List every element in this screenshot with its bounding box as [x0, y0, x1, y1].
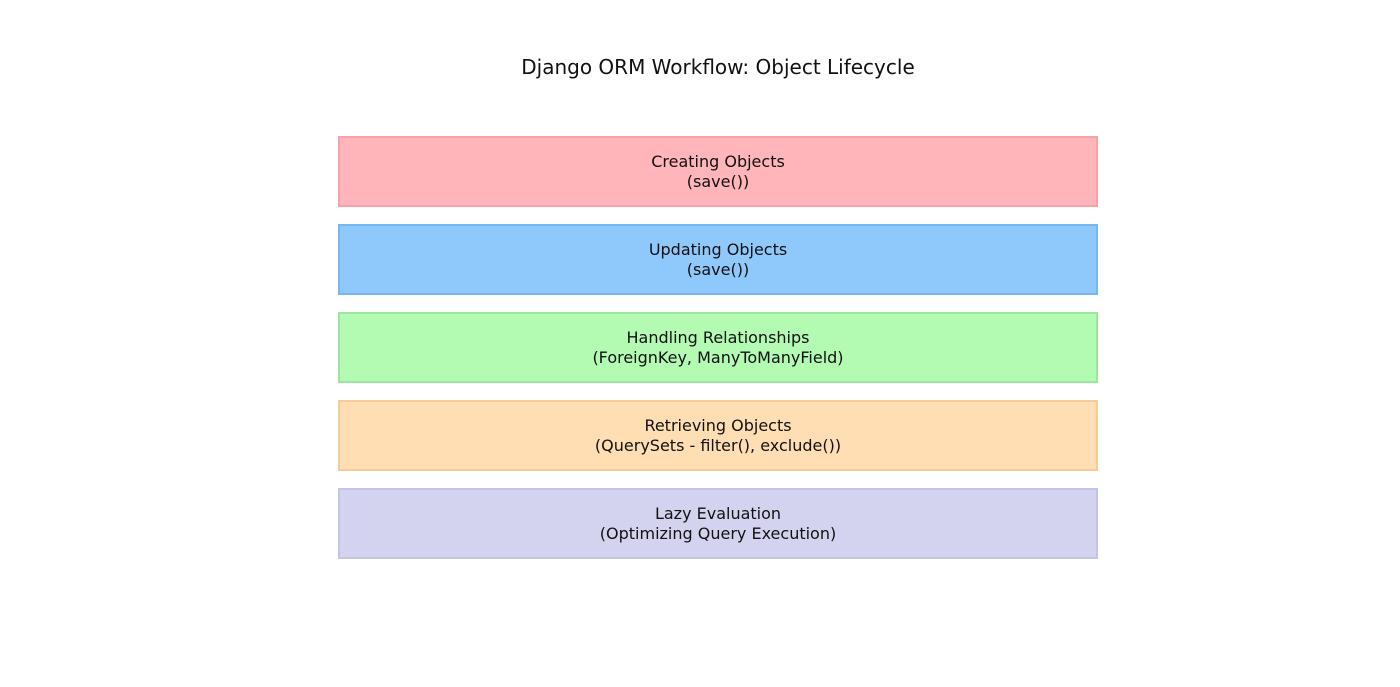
- step-detail: (ForeignKey, ManyToManyField): [592, 347, 844, 367]
- step-name: Creating Objects: [651, 151, 785, 171]
- diagram-title: Django ORM Workflow: Object Lifecycle: [521, 55, 915, 79]
- workflow-steps: Creating Objects (save()) Updating Objec…: [338, 136, 1098, 559]
- step-name: Updating Objects: [648, 239, 788, 259]
- workflow-step-handling-relationships: Handling Relationships (ForeignKey, Many…: [338, 312, 1098, 383]
- step-detail: (save()): [686, 171, 750, 191]
- step-name: Retrieving Objects: [644, 415, 792, 435]
- step-name: Lazy Evaluation: [654, 503, 782, 523]
- step-name: Handling Relationships: [626, 327, 810, 347]
- step-detail: (QuerySets - filter(), exclude()): [594, 435, 842, 455]
- workflow-step-creating-objects: Creating Objects (save()): [338, 136, 1098, 207]
- step-detail: (Optimizing Query Execution): [599, 523, 837, 543]
- workflow-step-retrieving-objects: Retrieving Objects (QuerySets - filter()…: [338, 400, 1098, 471]
- step-detail: (save()): [686, 259, 750, 279]
- workflow-step-lazy-evaluation: Lazy Evaluation (Optimizing Query Execut…: [338, 488, 1098, 559]
- workflow-step-updating-objects: Updating Objects (save()): [338, 224, 1098, 295]
